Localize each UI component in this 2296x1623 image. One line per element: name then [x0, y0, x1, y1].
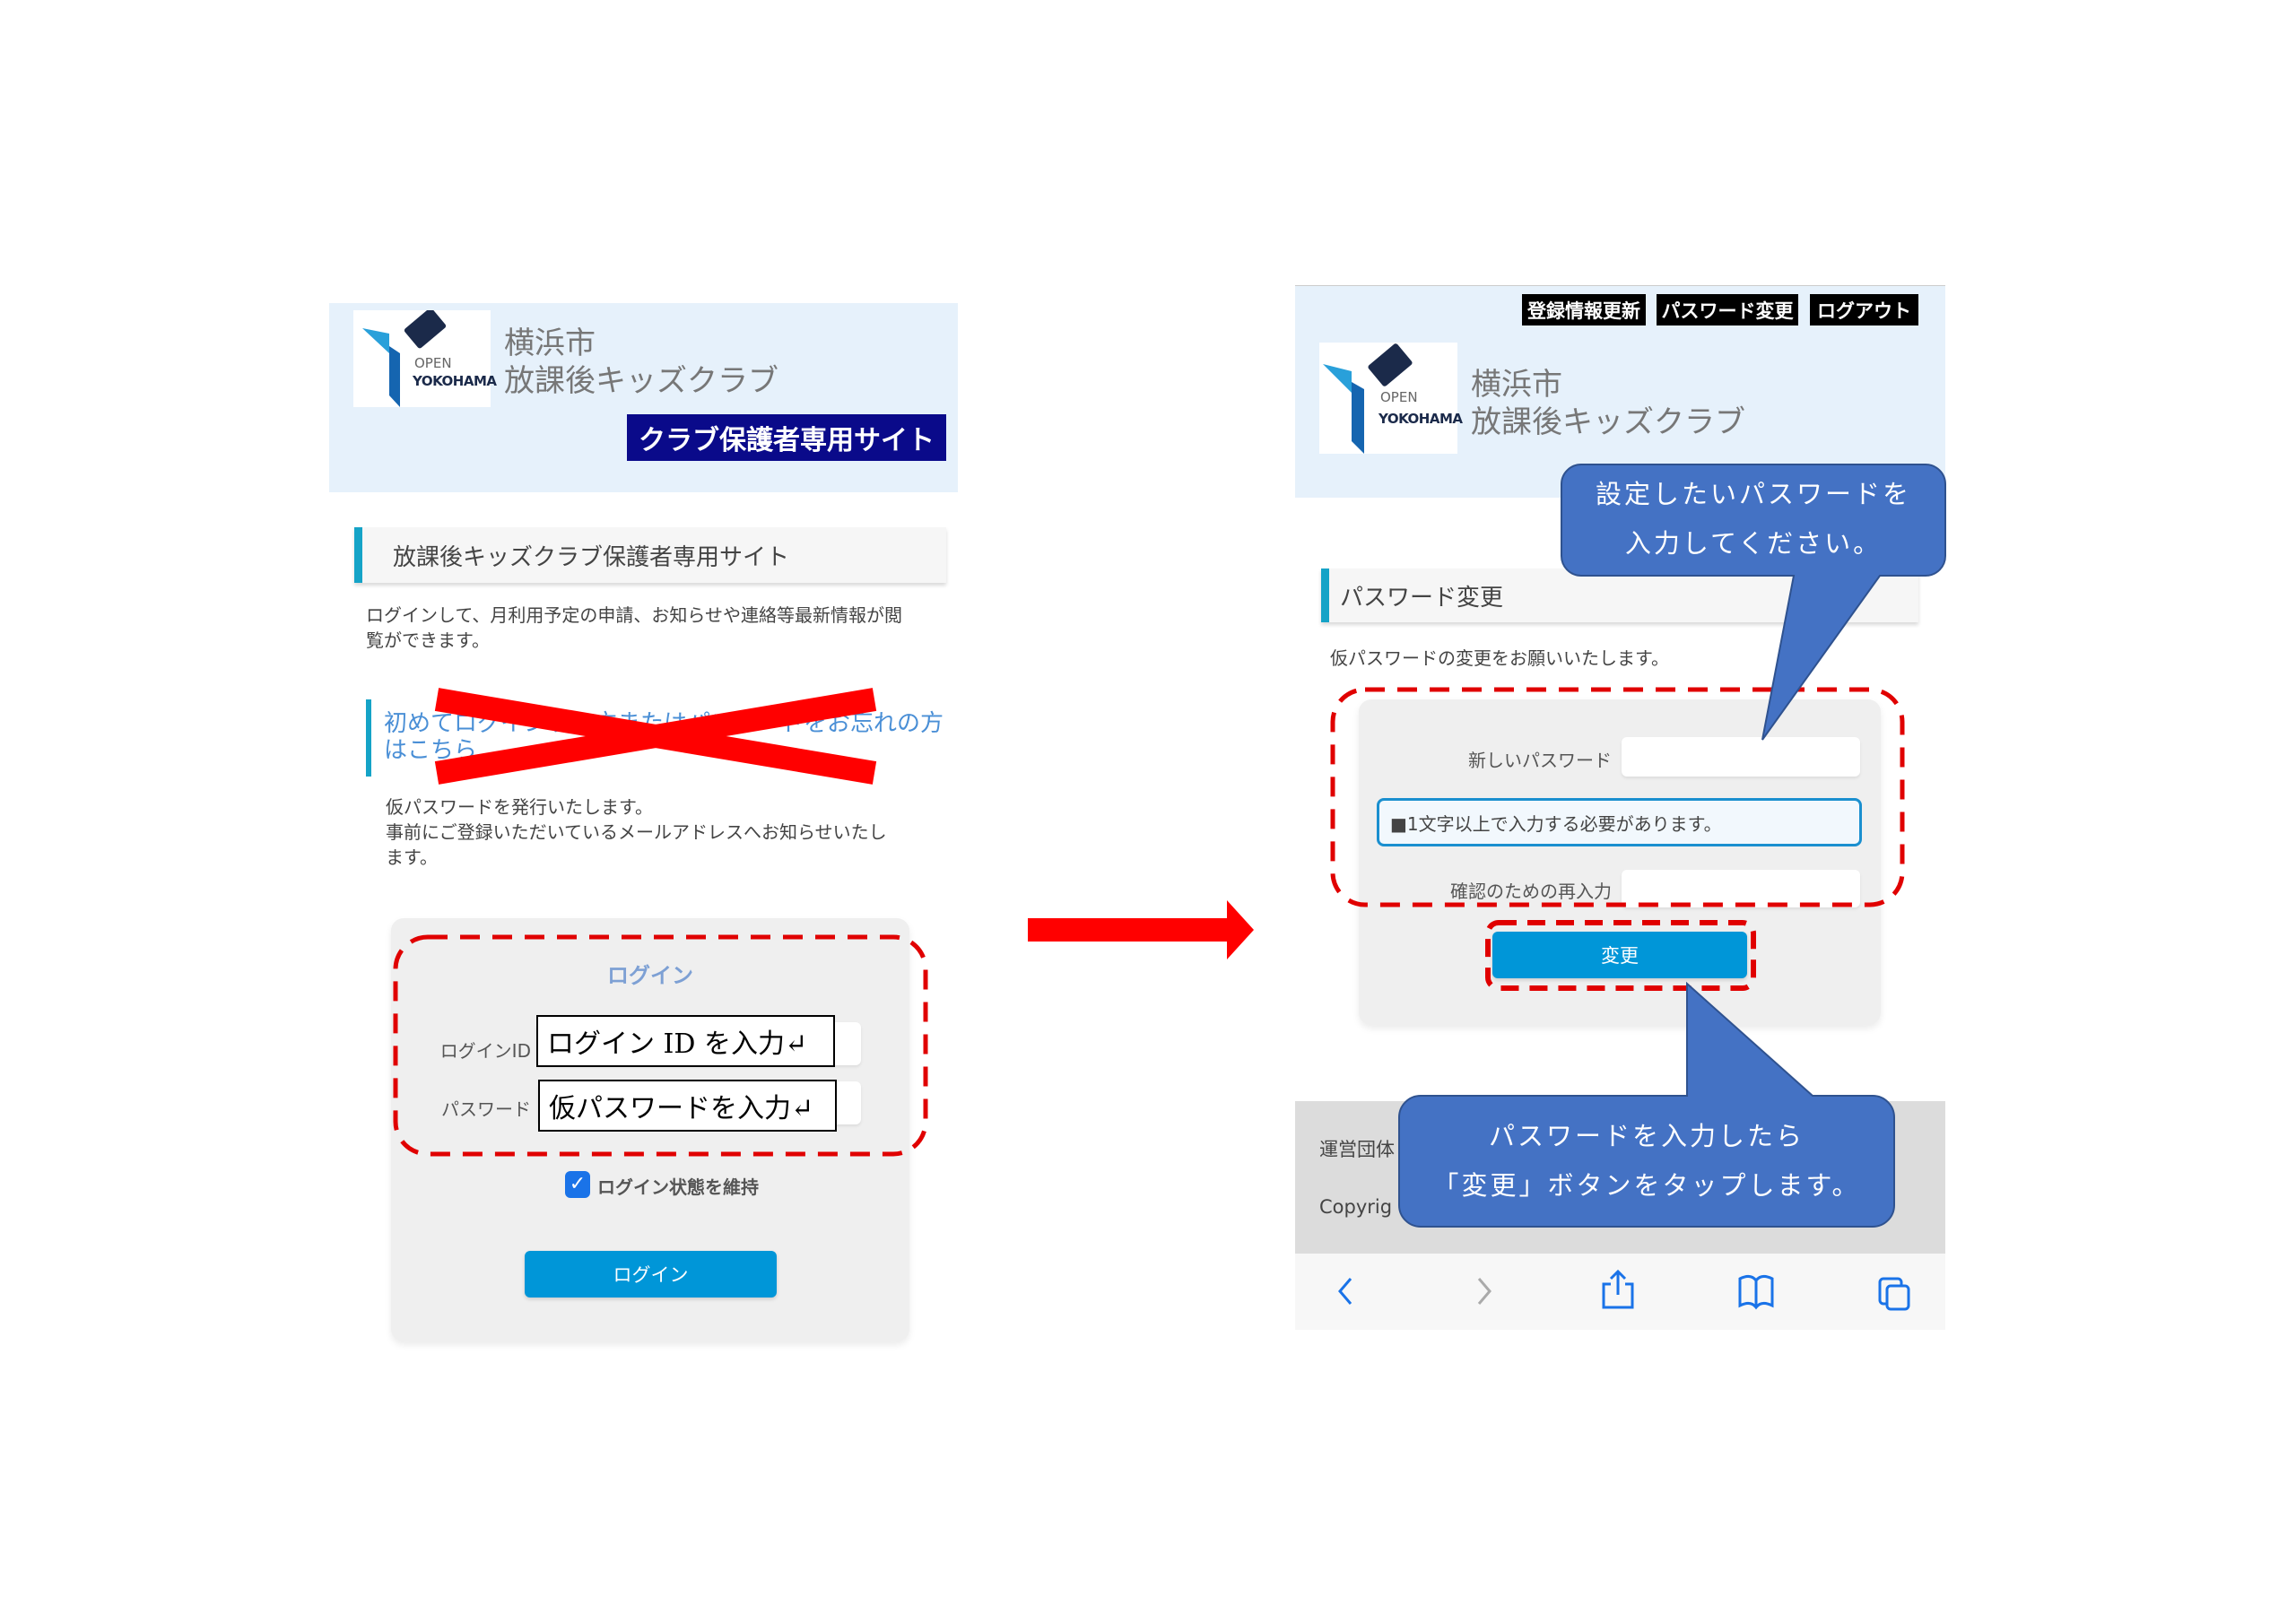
temp-password-text: 仮パスワードを発行いたします。 事前にご登録いただいているメールアドレスへお知ら… — [386, 794, 887, 870]
nav-profile-update[interactable]: 登録情報更新 — [1522, 294, 1646, 325]
password-annotation: 仮パスワードを入力↵ — [538, 1080, 837, 1132]
logo-open-text: OPEN — [414, 355, 452, 371]
callout2-text: パスワードを入力したら 「変更」ボタンをタップします。 — [1399, 1112, 1894, 1211]
share-icon[interactable] — [1602, 1269, 1634, 1309]
forward-icon[interactable] — [1477, 1278, 1492, 1305]
safari-toolbar — [1295, 1254, 1945, 1330]
confirm-password-input[interactable] — [1622, 870, 1860, 907]
callout1-line1: 設定したいパスワードを — [1595, 479, 1911, 509]
safari-toolbar-icons — [1338, 1269, 1910, 1311]
logo-open-text: OPEN — [1380, 389, 1418, 405]
first-login-link-bar — [366, 699, 371, 777]
login-highlight-box — [393, 934, 928, 1157]
intro-line2: 覧ができます。 — [366, 629, 490, 651]
title-line2: 放課後キッズクラブ — [1471, 404, 1745, 440]
tabs-icon[interactable] — [1878, 1277, 1910, 1311]
logo-city-text: YOKOHAMA — [1378, 411, 1463, 427]
change-intro: 仮パスワードの変更をお願いいたします。 — [1330, 647, 1669, 669]
open-yokohama-logo: OPEN YOKOHAMA — [353, 310, 497, 407]
password-hint: ■1文字以上で入力する必要があります。 — [1377, 798, 1862, 846]
login-button[interactable]: ログイン — [525, 1251, 777, 1298]
nav-logout[interactable]: ログアウト — [1810, 294, 1918, 325]
section-heading: 放課後キッズクラブ保護者専用サイト — [354, 527, 946, 583]
intro-line1: ログインして、月利用予定の申請、お知らせや連絡等最新情報が閲 — [366, 604, 902, 626]
callout1-shape — [1561, 464, 1946, 741]
new-password-input[interactable] — [1622, 737, 1860, 777]
flow-arrow — [1028, 900, 1254, 959]
title-line1: 横浜市 — [504, 325, 596, 361]
title-line2: 放課後キッズクラブ — [504, 363, 778, 399]
open-yokohama-logo: OPEN YOKOHAMA — [1319, 343, 1463, 454]
login-id-annotation: ログイン ID を入力↵ — [536, 1015, 835, 1067]
footer-org: 運営団体 — [1319, 1139, 1395, 1160]
change-button[interactable]: 変更 — [1492, 932, 1747, 978]
site-title: 横浜市 放課後キッズクラブ — [1471, 366, 1745, 441]
temp-pw-line3: ます。 — [386, 846, 438, 868]
bookmarks-icon[interactable] — [1738, 1274, 1774, 1310]
password-label: パスワード — [441, 1098, 531, 1120]
form-highlight-box — [1330, 687, 1905, 907]
title-line1: 横浜市 — [1471, 367, 1562, 403]
parent-site-badge: クラブ保護者専用サイト — [627, 414, 946, 461]
keep-login-checkbox[interactable]: ✓ — [565, 1171, 590, 1198]
confirm-password-label: 確認のための再入力 — [1450, 881, 1612, 902]
button-highlight-box — [1485, 920, 1756, 991]
callout2-line1: パスワードを入力したら — [1488, 1121, 1805, 1151]
login-title: ログイン — [607, 963, 693, 988]
callout1-line2: 入力してください。 — [1624, 528, 1883, 559]
nav-password-change[interactable]: パスワード変更 — [1657, 294, 1798, 325]
callout2-line2: 「変更」ボタンをタップします。 — [1432, 1170, 1861, 1201]
footer-copyright: Copyrig — [1319, 1196, 1393, 1218]
cross-out-mark — [434, 688, 877, 785]
intro-text: ログインして、月利用予定の申請、お知らせや連絡等最新情報が閲 覧ができます。 — [366, 603, 949, 653]
logo-city-text: YOKOHAMA — [413, 373, 497, 389]
temp-pw-line1: 仮パスワードを発行いたします。 — [386, 796, 653, 818]
callout1-text: 設定したいパスワードを 入力してください。 — [1561, 470, 1945, 568]
site-title: 横浜市 放課後キッズクラブ — [504, 325, 778, 400]
back-icon[interactable] — [1338, 1278, 1352, 1305]
temp-pw-line2: 事前にご登録いただいているメールアドレスへお知らせいたし — [386, 821, 887, 843]
login-id-label: ログインID — [439, 1040, 531, 1062]
new-password-label: 新しいパスワード — [1468, 750, 1612, 771]
keep-login-label: ログイン状態を維持 — [597, 1176, 759, 1198]
callout2-shape — [1398, 981, 1895, 1228]
